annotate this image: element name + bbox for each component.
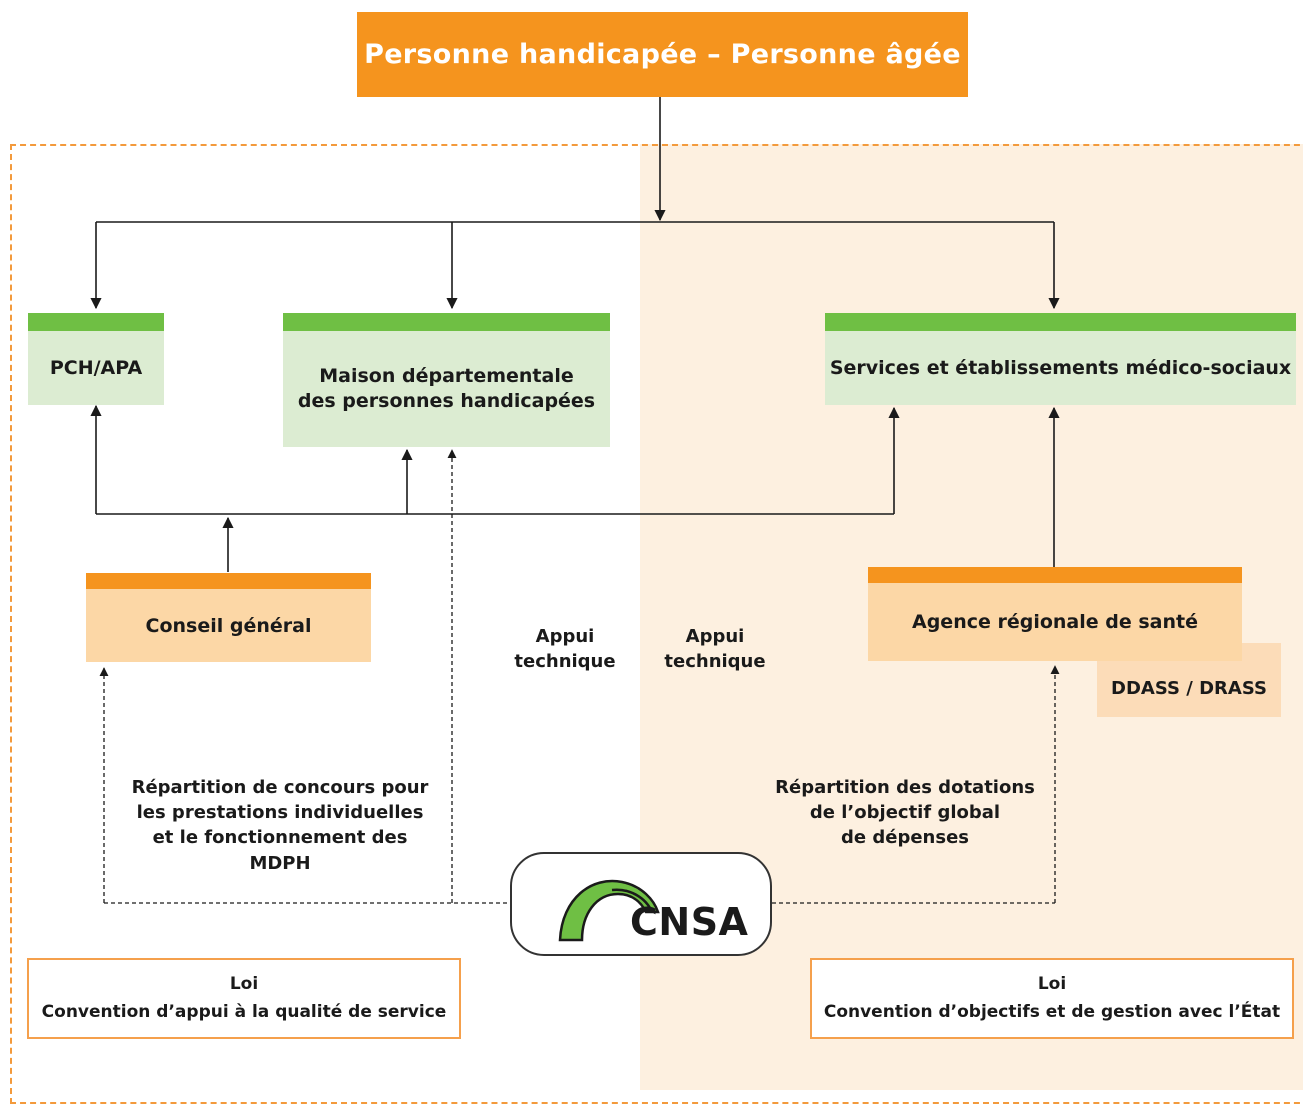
ddass-drass-label: DDASS / DRASS [1111, 678, 1267, 699]
repartition-right-line2: de l’objectif global [809, 802, 1001, 824]
repartition-left-text: Répartition de concours pour les prestat… [120, 775, 440, 876]
cnsa-arch-icon [558, 879, 660, 942]
mdph-label-line1: Maison départementale [319, 365, 574, 388]
ars-label: Agence régionale de santé [912, 611, 1198, 633]
repartition-left-line1: Répartition de concours pour [131, 777, 429, 798]
mdph-label-line2: des personnes handicapées [297, 390, 596, 412]
cnsa-logo-box: CNSA [510, 852, 772, 956]
repartition-right-text: Répartition des dotations de l’objectif … [760, 775, 1050, 851]
bottom-right-line2: Convention d’objectifs et de gestion ave… [823, 1001, 1281, 1022]
services-label: Services et établissements médico-sociau… [829, 356, 1292, 379]
appui-left-line1: Appui [535, 626, 595, 647]
mdph-box: Maison départementale des personnes hand… [283, 313, 610, 447]
cnsa-logo-text: CNSA [630, 900, 749, 944]
services-box: Services et établissements médico-sociau… [825, 313, 1296, 405]
bottom-left-box: Loi Convention d’appui à la qualité de s… [27, 958, 461, 1039]
bottom-right-box: Loi Convention d’objectifs et de gestion… [810, 958, 1294, 1039]
bottom-left-line1: Loi [229, 974, 259, 995]
appui-technique-right: Appui technique [640, 624, 790, 674]
ars-box: Agence régionale de santé [868, 567, 1242, 661]
top-title-box: Personne handicapée – Personne âgée [357, 12, 968, 97]
bottom-left-line2: Convention d’appui à la qualité de servi… [41, 1001, 447, 1022]
repartition-right-line1: Répartition des dotations [775, 777, 1035, 798]
appui-left-line2: technique [514, 651, 616, 673]
pch-apa-box: PCH/APA [28, 313, 164, 405]
repartition-right-line3: de dépenses [841, 827, 969, 849]
repartition-left-line3: et le fonctionnement des MDPH [152, 827, 408, 874]
pch-apa-label: PCH/APA [49, 356, 143, 379]
top-title: Personne handicapée – Personne âgée [364, 39, 961, 70]
bottom-right-line1: Loi [1037, 974, 1067, 995]
conseil-general-box: Conseil général [86, 573, 371, 662]
appui-right-line1: Appui [685, 626, 745, 647]
appui-right-line2: technique [664, 651, 766, 673]
repartition-left-line2: les prestations individuelles [136, 802, 424, 824]
conseil-general-label: Conseil général [145, 614, 312, 637]
appui-technique-left: Appui technique [490, 624, 640, 674]
